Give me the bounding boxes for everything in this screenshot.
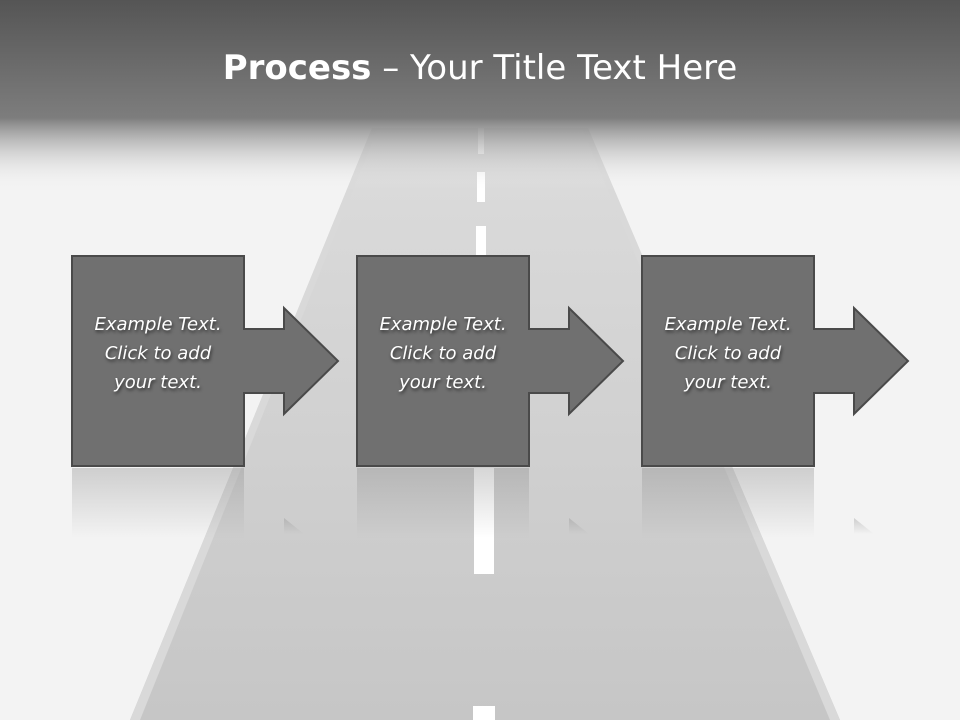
process-step-2[interactable]: Example Text. Click to add your text. [356,255,625,468]
arrow-icon [524,305,625,417]
process-step-1[interactable]: Example Text. Click to add your text. [71,255,340,468]
step-text-line: Click to add [674,343,782,364]
step-text[interactable]: Example Text. Click to add your text. [642,310,814,397]
step-box [641,255,815,467]
step-text-line: your text. [114,372,202,393]
slide-title: Process – Your Title Text Here [0,48,960,88]
header-band [0,0,960,190]
step-text-line: Click to add [389,343,497,364]
step-text[interactable]: Example Text. Click to add your text. [72,310,244,397]
step-text-line: Example Text. [664,314,792,335]
step-shape [71,255,340,467]
step-box [71,255,245,467]
step-text-line: your text. [684,372,772,393]
step-text[interactable]: Example Text. Click to add your text. [357,310,529,397]
lane-dash [474,468,494,574]
step-text-line: Example Text. [379,314,507,335]
process-step-3[interactable]: Example Text. Click to add your text. [641,255,910,468]
step-text-line: Click to add [104,343,212,364]
lane-dash [473,706,495,720]
arrow-icon [239,305,340,417]
title-rest: – Your Title Text Here [371,48,738,88]
step-text-line: Example Text. [94,314,222,335]
step-shape [641,255,910,467]
lane-dash [476,226,486,256]
step-box [356,255,530,467]
arrow-icon [809,305,910,417]
title-bold: Process [222,48,372,88]
step-shape [356,255,625,467]
step-text-line: your text. [399,372,487,393]
